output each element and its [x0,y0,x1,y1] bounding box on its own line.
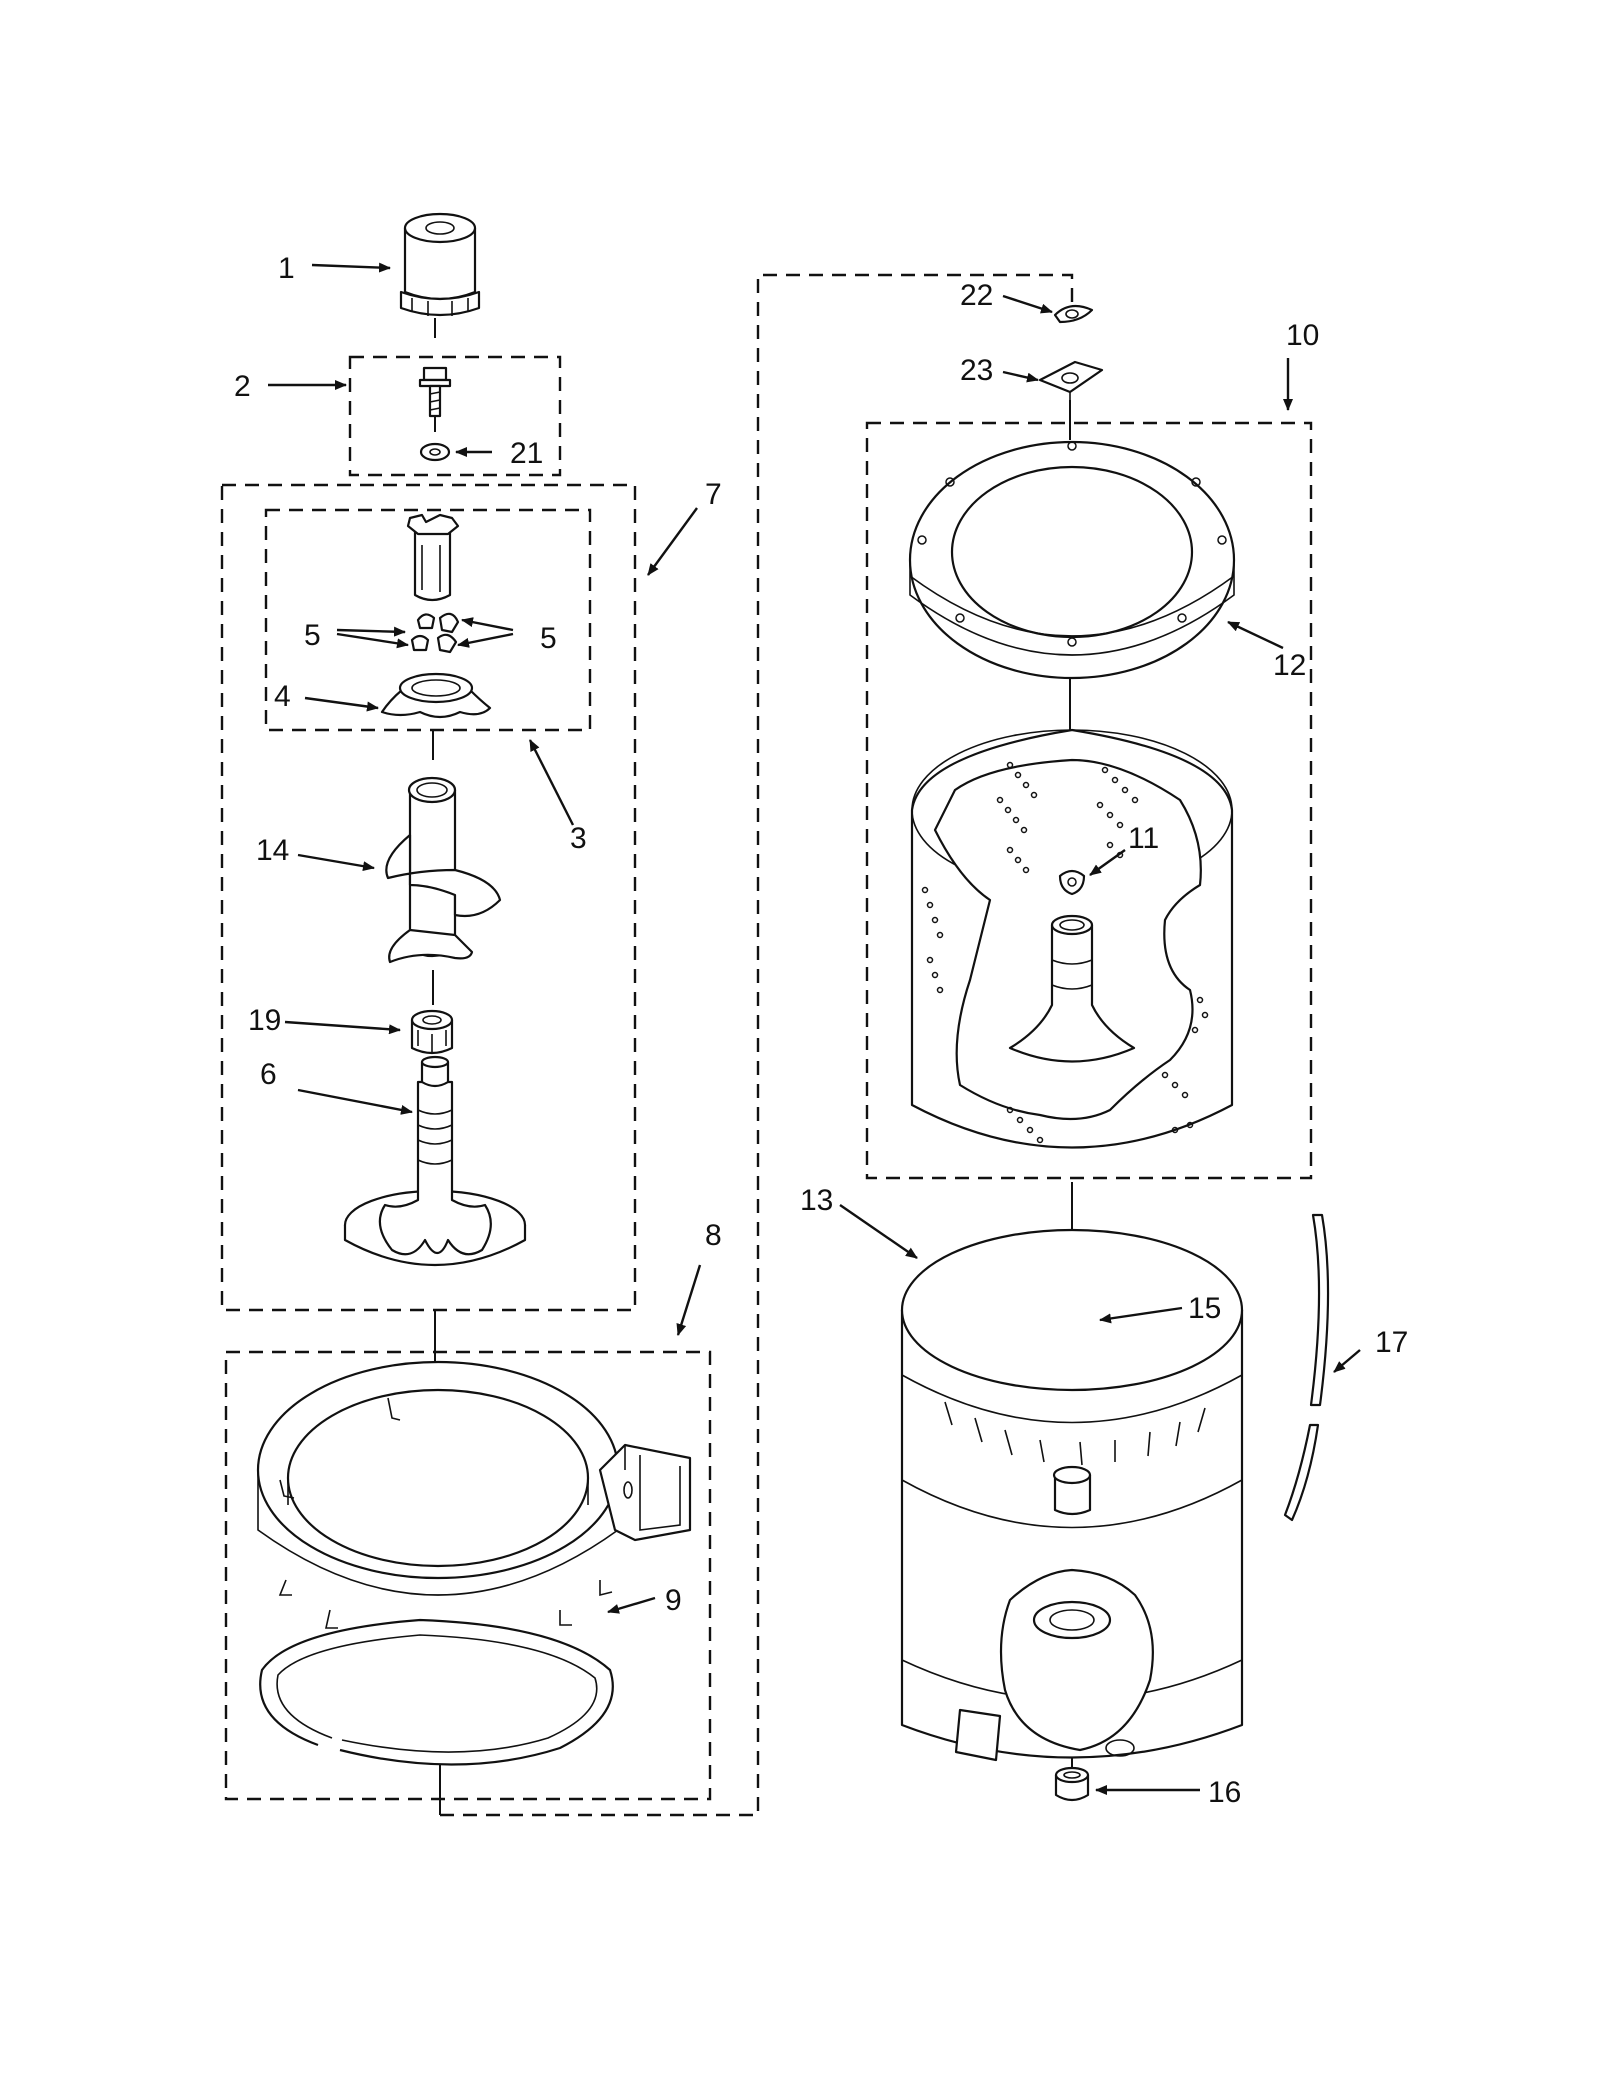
callout-6: 6 [260,1058,277,1091]
part-23-bracket [1038,360,1104,404]
part-8-tub-ring [256,1360,692,1646]
callout-4: 4 [274,680,291,713]
callout-17: 17 [1375,1326,1408,1359]
spin-basket [910,728,1234,1149]
part-4-dog-ring [380,672,492,719]
agitator-cam [406,513,460,602]
group-box-2 [348,355,562,477]
leader-arrows [268,262,1361,1795]
callout-labels: 1 2 21 7 5 5 4 3 14 19 6 8 9 10 22 23 11… [234,252,1408,1809]
callout-1: 1 [278,252,295,285]
callout-5-left: 5 [304,619,321,652]
callout-19: 19 [248,1004,281,1037]
callout-2: 2 [234,370,251,403]
callout-3: 3 [570,822,587,855]
basket-holes [921,761,1209,1144]
callout-10: 10 [1286,319,1319,352]
part-19-adapter [410,1009,454,1055]
part-21-washer [419,442,451,462]
part-5-dogs [410,612,460,654]
callout-23: 23 [960,354,993,387]
part-16-fitting [1054,1766,1090,1802]
callout-14: 14 [256,834,289,867]
part-9-snap-ring [259,1618,614,1766]
part-17-hose [1283,1213,1330,1522]
connector-dashed-line [440,273,1074,1817]
callout-12: 12 [1273,649,1306,682]
callout-5-right: 5 [540,622,557,655]
callout-13: 13 [800,1184,833,1217]
callout-15: 15 [1188,1292,1221,1325]
callout-21: 21 [510,437,543,470]
part-12-balance-ring [908,440,1236,680]
callout-7: 7 [705,478,722,511]
callout-16: 16 [1208,1776,1241,1809]
callout-22: 22 [960,279,993,312]
part-13-outer-tub [900,1228,1244,1762]
callout-11: 11 [1128,822,1159,855]
part-2-bolt [418,366,452,418]
part-6-agitator-base [343,1055,527,1266]
callout-9: 9 [665,1584,682,1617]
part-14-auger [385,776,502,964]
callout-8: 8 [705,1219,722,1252]
group-box-8 [224,1350,712,1801]
part-22-clip [1053,304,1094,324]
group-box-3 [264,508,592,732]
part-1-agitator-cap [399,212,481,317]
